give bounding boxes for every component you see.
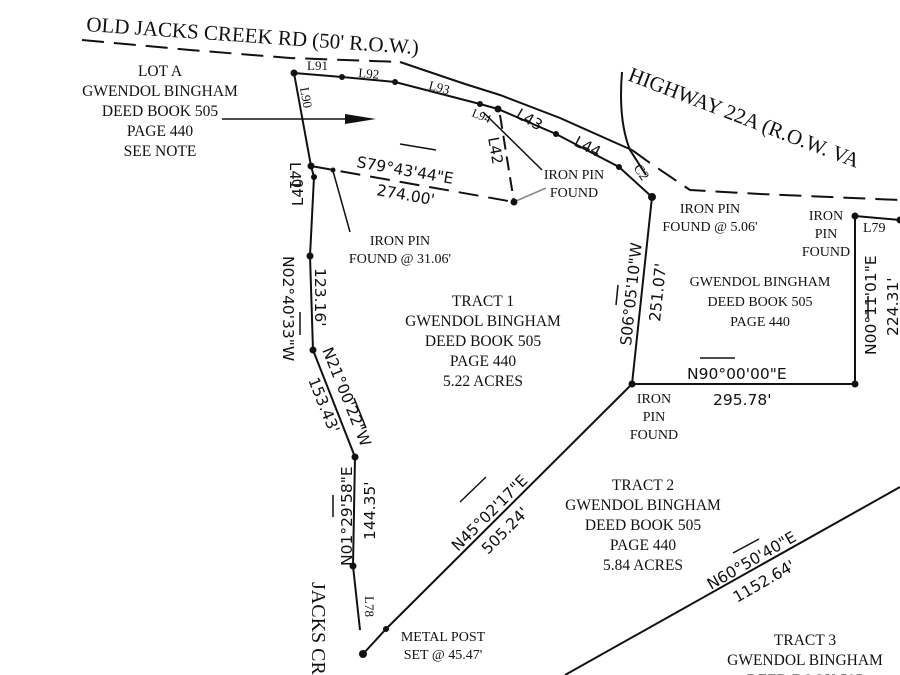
svg-text:PIN: PIN [815,227,838,242]
svg-text:224.31': 224.31' [884,278,900,337]
tract-1-label: TRACT 1 GWENDOL BINGHAM DEED BOOK 505 PA… [405,293,561,390]
old-jacks-creek-row-line [81,39,401,63]
leader-iron-pin-l42 [482,111,543,171]
svg-text:TRACT 1: TRACT 1 [452,293,514,310]
leader-iron-pin-3106 [332,170,351,233]
svg-text:IRON PIN: IRON PIN [544,168,604,183]
svg-text:PAGE 440: PAGE 440 [127,123,193,140]
svg-text:L92: L92 [358,65,380,82]
svg-text:295.78': 295.78' [713,391,772,409]
svg-text:N90°00'00"E: N90°00'00"E [687,365,787,383]
svg-text:IRON PIN: IRON PIN [680,202,740,217]
svg-text:TRACT 2: TRACT 2 [612,477,674,494]
tract-3-label: TRACT 3 GWENDOL BINGHAM DEED BOOK 505 [727,632,883,675]
line-labels: L91 L92 L93 L94 L90 L43 L44 L42 L41 L40 … [286,58,886,617]
monument-notes: IRON PIN FOUND IRON PIN FOUND @ 31.06' I… [349,168,850,663]
leader-iron-pin-l42-b [515,187,547,202]
svg-text:IRON: IRON [809,209,843,224]
svg-text:FOUND @ 31.06': FOUND @ 31.06' [349,252,451,267]
old-jacks-creek-edge [399,61,633,151]
boundary-L42 [499,114,515,203]
svg-text:DEED BOOK 505: DEED BOOK 505 [747,672,863,675]
boundary-n02 [309,255,314,351]
svg-text:GWENDOL BINGHAM: GWENDOL BINGHAM [82,83,238,100]
svg-text:IRON PIN: IRON PIN [370,234,430,249]
svg-text:L40: L40 [289,179,307,206]
boundary-L43-L44 [497,108,653,198]
boundary-s06 [631,196,653,385]
east-parcel-label: GWENDOL BINGHAM DEED BOOK 505 PAGE 440 [690,275,831,330]
svg-text:144.35': 144.35' [361,482,379,541]
arrow-head-icon [345,114,376,124]
svg-text:IRON: IRON [637,392,671,407]
svg-text:274.00': 274.00' [375,181,436,209]
svg-text:L78: L78 [362,596,377,617]
svg-text:FOUND: FOUND [802,245,850,260]
svg-text:FOUND: FOUND [630,428,678,443]
svg-text:DEED BOOK 505: DEED BOOK 505 [425,333,541,350]
survey-points [290,69,900,658]
svg-text:N00°11'01"E: N00°11'01"E [862,255,880,355]
svg-text:L90: L90 [297,86,315,109]
highway-22a-side-line [620,71,647,176]
svg-text:123.16': 123.16' [311,268,329,327]
svg-text:L93: L93 [427,77,451,97]
svg-text:FOUND @ 5.06': FOUND @ 5.06' [662,220,757,235]
svg-text:L91: L91 [307,58,328,73]
svg-text:DEED BOOK 505: DEED BOOK 505 [708,295,813,310]
svg-text:TRACT 3: TRACT 3 [774,632,836,649]
boundary-n21 [312,349,356,458]
svg-text:PAGE 440: PAGE 440 [610,537,676,554]
svg-text:GWENDOL BINGHAM: GWENDOL BINGHAM [405,313,561,330]
boundary-L91-L94 [293,72,499,110]
lot-a-label: LOT A GWENDOL BINGHAM DEED BOOK 505 PAGE… [82,63,238,160]
svg-text:PIN: PIN [643,410,666,425]
svg-text:5.22 ACRES: 5.22 ACRES [443,373,523,390]
svg-text:GWENDOL BINGHAM: GWENDOL BINGHAM [690,275,831,290]
svg-text:SEE NOTE: SEE NOTE [124,143,197,160]
svg-text:5.84 ACRES: 5.84 ACRES [603,557,683,574]
svg-text:SET @ 45.47': SET @ 45.47' [404,648,483,663]
svg-text:L94: L94 [470,106,493,126]
svg-text:FOUND: FOUND [550,186,598,201]
svg-text:DEED BOOK 505: DEED BOOK 505 [585,517,701,534]
svg-text:PAGE 440: PAGE 440 [450,353,516,370]
boundary-n60 [564,486,900,675]
svg-text:METAL POST: METAL POST [401,630,486,645]
tract-2-label: TRACT 2 GWENDOL BINGHAM DEED BOOK 505 PA… [565,477,721,574]
boundary-L78 [352,565,361,631]
svg-text:L79: L79 [863,221,886,236]
svg-text:N02°40'33"W: N02°40'33"W [279,256,297,361]
svg-text:LOT A: LOT A [138,63,183,80]
svg-text:GWENDOL BINGHAM: GWENDOL BINGHAM [727,652,883,669]
bearing-arrows [299,143,869,554]
boundary-n01 [352,456,356,567]
road-label-old-jacks-creek: OLD JACKS CREEK RD (50' R.O.W.) [86,12,420,59]
svg-text:DEED BOOK 505: DEED BOOK 505 [102,103,218,120]
svg-text:GWENDOL BINGHAM: GWENDOL BINGHAM [565,497,721,514]
boundary-L79 [854,215,900,221]
road-label-highway-22a: HIGHWAY 22A (R.O.W. VA [625,62,863,173]
svg-text:N01°29'58"E: N01°29'58"E [338,466,356,566]
svg-text:PAGE 440: PAGE 440 [730,315,790,330]
svg-text:L41: L41 [286,162,304,189]
svg-text:251.07': 251.07' [646,262,670,322]
svg-text:L43: L43 [513,105,546,134]
road-label-jacks-creek: JACKS CR [307,582,329,675]
boundary-s79-dashed [310,165,515,203]
highway-22a-row-line [631,149,900,201]
svg-text:L42: L42 [484,136,506,166]
